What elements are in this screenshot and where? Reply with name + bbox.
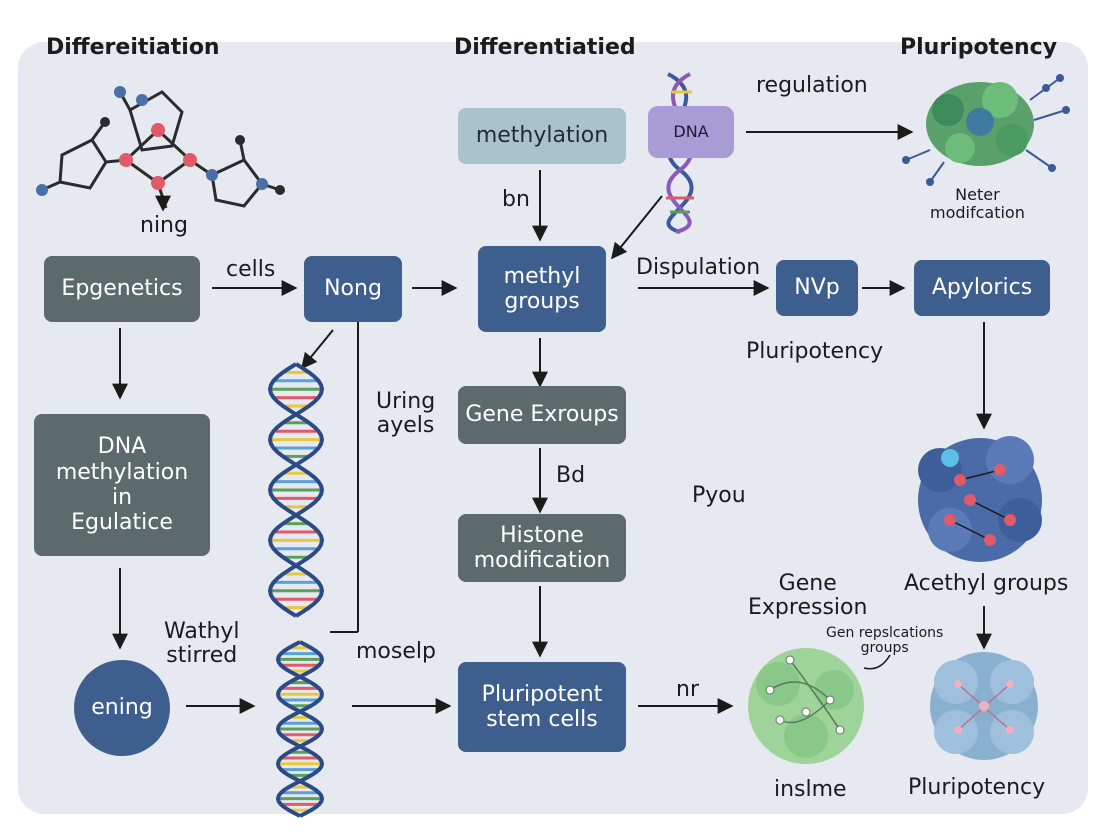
methylation-box: methylation xyxy=(458,108,626,164)
ning-label: ning xyxy=(140,213,188,238)
dna-helix-middle xyxy=(267,362,325,618)
dna-methylation-box: DNA methylation in Egulatice xyxy=(34,414,210,556)
apylorics-box: Apylorics xyxy=(914,260,1050,316)
histone-modification-box: Histone modification xyxy=(458,514,626,582)
molecule-atoms xyxy=(36,86,285,196)
pluripotency-mid-label: Pluripotency xyxy=(746,339,884,364)
acethyl-groups-label: Acethyl groups xyxy=(904,571,1069,596)
helix-strand xyxy=(275,640,325,818)
epgenetics-box: Epgenetics xyxy=(44,256,200,322)
dna-helix-top xyxy=(666,72,694,234)
wathyl-stirred-label: Wathyl stirred xyxy=(164,619,240,669)
cell-cluster-lightblue xyxy=(930,652,1038,760)
dna-box: DNA xyxy=(648,106,734,158)
nong-box: Nong xyxy=(304,256,402,322)
bd-label: Bd xyxy=(556,463,586,488)
pluripotent-stem-cells-box: Pluripotent stem cells xyxy=(458,662,626,752)
uring-ayels-label: Uring ayels xyxy=(376,389,436,439)
moselp-label: moselp xyxy=(356,639,436,664)
header-left: Differeitiation xyxy=(46,35,220,60)
nvp-box: NVp xyxy=(776,260,858,316)
insime-label: inslme xyxy=(774,777,847,802)
helix-strand xyxy=(267,362,325,618)
header-middle: Differentiatied xyxy=(454,35,636,60)
neter-modifcation-label: Neter modifcation xyxy=(930,185,1025,222)
methyl-groups-box: methyl groups xyxy=(478,246,606,332)
dna-helix-bottom xyxy=(275,640,325,818)
callout-curve xyxy=(863,654,891,670)
gene-expression-label: Gene Expression xyxy=(748,571,868,621)
dispulation-label: Dispulation xyxy=(636,255,761,280)
header-right: Pluripotency xyxy=(900,35,1058,60)
gene-exroups-box: Gene Exroups xyxy=(458,386,626,444)
cell-cluster-green xyxy=(748,648,864,764)
protein-cluster-green xyxy=(902,74,1070,186)
nr-label: nr xyxy=(676,677,699,702)
helix-strand xyxy=(267,362,325,618)
molecule-icon xyxy=(41,90,281,209)
ening-circle: ening xyxy=(74,660,170,756)
pluripotency-bottom-label: Pluripotency xyxy=(908,775,1046,800)
bn-label: bn xyxy=(502,187,530,212)
cells-label: cells xyxy=(226,257,276,282)
protein-cluster-blue xyxy=(918,436,1042,562)
regulation-label: regulation xyxy=(756,73,868,98)
gen-replications-label: Gen repslcations groups xyxy=(826,625,944,657)
helix-strand xyxy=(275,640,325,818)
pyou-label: Pyou xyxy=(692,483,746,508)
arrows xyxy=(112,124,992,714)
